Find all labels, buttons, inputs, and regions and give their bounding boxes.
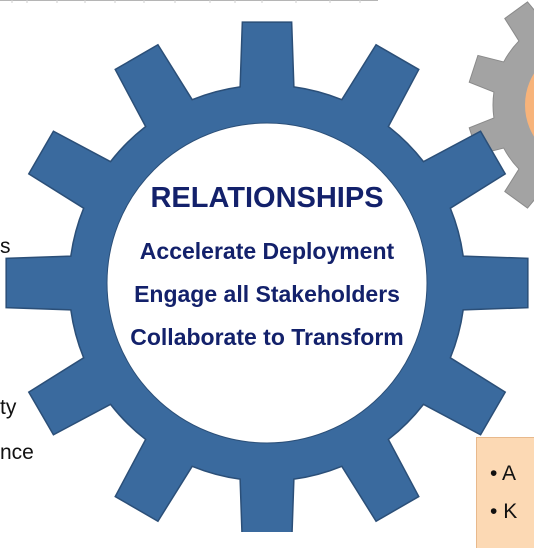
callout-bullet-2: • K: [490, 500, 518, 523]
left-fragment-1: s: [0, 235, 11, 258]
callout-box: [476, 437, 534, 548]
callout-bullet-1: • A: [490, 462, 517, 485]
side-gear-hub: [525, 73, 534, 137]
gear-diagram: [0, 0, 534, 532]
left-fragment-2: ty: [0, 396, 17, 419]
top-rule-ticks: [11, 0, 361, 3]
main-gear-face: [106, 122, 428, 444]
left-fragment-3: nce: [0, 441, 34, 464]
side-gear: [468, 1, 534, 209]
